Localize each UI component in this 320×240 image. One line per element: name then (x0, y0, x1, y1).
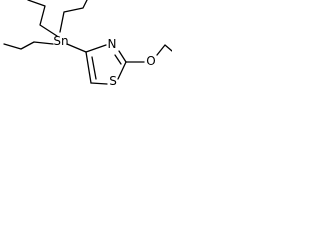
c5-c4-bond (85, 51, 92, 84)
n3-c2-double-bond (114, 54, 122, 65)
c2-s1-bond (117, 61, 127, 80)
butyl-chain-1 (27, 0, 58, 37)
n3-c2-bond (118, 50, 127, 63)
oxygen-atom-label: O (146, 54, 155, 68)
c5-c4-double-bond (91, 56, 97, 80)
nitrogen-atom-label: N (108, 37, 117, 51)
s1-c5-bond (90, 82, 108, 85)
butyl-chain-3 (3, 41, 54, 50)
ethyl-chain (156, 44, 172, 56)
tin-atom-label: Sn (53, 34, 68, 48)
c4-n3-bond (85, 44, 107, 53)
sulfur-atom-label: S (109, 74, 117, 88)
structure-diagram: Sn N S O (3, 0, 172, 88)
butyl-chain-2 (59, 0, 88, 33)
sn-c4-bond (66, 43, 87, 53)
